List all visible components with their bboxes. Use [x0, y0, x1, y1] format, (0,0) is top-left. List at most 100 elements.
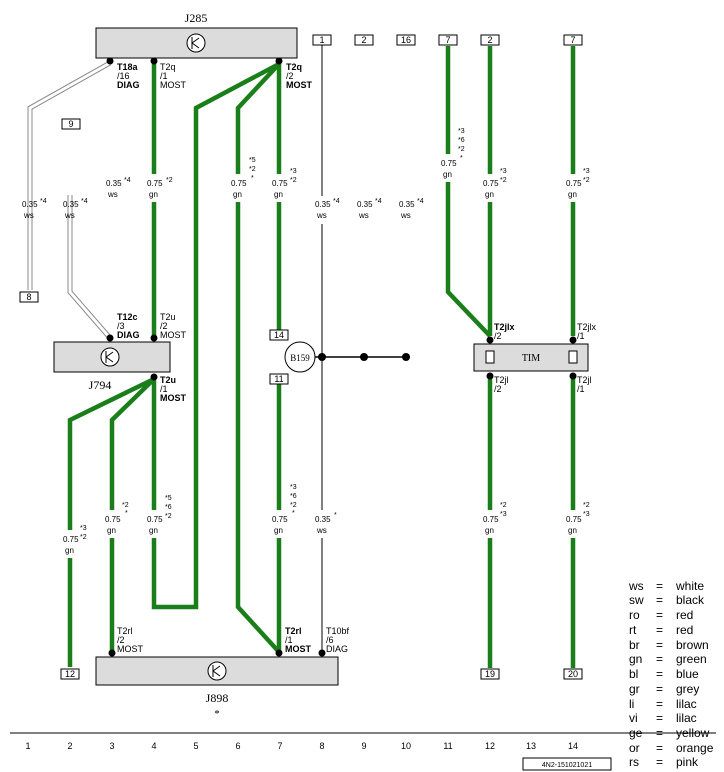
legend-entry: ro=red — [629, 608, 693, 622]
connector-t10bf: T10bf /6 DIAG — [326, 626, 350, 654]
svg-text:*4: *4 — [124, 177, 131, 184]
svg-text:T2jl: T2jl — [494, 375, 509, 385]
svg-text:MOST: MOST — [160, 80, 187, 90]
svg-text:0.75: 0.75 — [63, 535, 79, 544]
svg-text:T2jlx: T2jlx — [494, 322, 515, 332]
svg-text:/1: /1 — [160, 384, 168, 394]
svg-text:16: 16 — [401, 35, 411, 45]
svg-text:=: = — [656, 579, 663, 593]
column-number: 12 — [485, 741, 495, 751]
svg-text:grey: grey — [676, 682, 699, 696]
connector-t2jlx-1: T2jlx /1 — [577, 322, 597, 341]
column-number: 2 — [67, 741, 72, 751]
svg-text:white: white — [675, 579, 704, 593]
svg-text:ws: ws — [316, 526, 327, 535]
column-number: 5 — [193, 741, 198, 751]
svg-text:T2q: T2q — [286, 62, 302, 72]
svg-text:*2: *2 — [122, 502, 129, 509]
svg-text:*: * — [460, 155, 463, 162]
connector-t2rl-1: T2rl /1 MOST — [285, 626, 312, 654]
connector-t2u-2: T2u /2 MOST — [160, 312, 187, 340]
ref-box: 1 — [312, 34, 332, 46]
svg-text:lilac: lilac — [676, 697, 697, 711]
ref-box: 16 — [396, 34, 416, 46]
svg-text:0.75: 0.75 — [566, 515, 582, 524]
connector-labels: T18a /16 DIAG T2q /1 MOST T2q /2 MOST T1… — [117, 62, 597, 654]
svg-text:bl: bl — [629, 667, 638, 681]
svg-text:T2q: T2q — [160, 62, 176, 72]
svg-text:*4: *4 — [417, 198, 424, 205]
ref-box: 9 — [61, 118, 81, 130]
svg-text:*5: *5 — [165, 495, 172, 502]
svg-text:*2: *2 — [165, 513, 172, 520]
black-wires — [153, 45, 410, 652]
legend-entry: gr=grey — [629, 682, 699, 696]
svg-text:12: 12 — [65, 669, 75, 679]
svg-text:T2jlx: T2jlx — [577, 322, 597, 332]
svg-text:0.75: 0.75 — [483, 179, 499, 188]
svg-text:1: 1 — [319, 35, 324, 45]
svg-text:brown: brown — [676, 638, 709, 652]
svg-text:rs: rs — [629, 755, 639, 769]
svg-text:0.35: 0.35 — [357, 200, 373, 209]
column-number: 9 — [361, 741, 366, 751]
svg-text:yellow: yellow — [676, 726, 710, 740]
svg-text:*4: *4 — [40, 198, 47, 205]
column-number: 11 — [443, 741, 452, 751]
svg-text:*: * — [125, 510, 128, 517]
svg-text:*3: *3 — [500, 511, 507, 518]
svg-text:gn: gn — [274, 190, 283, 199]
svg-text:br: br — [629, 638, 640, 652]
column-number: 10 — [401, 741, 411, 751]
svg-text:pink: pink — [676, 755, 699, 769]
j285-control-unit: J285 — [95, 11, 298, 59]
svg-text:*3: *3 — [80, 525, 87, 532]
ref-box: 19 — [480, 668, 500, 680]
svg-text:*2: *2 — [458, 146, 465, 153]
svg-text:red: red — [676, 623, 693, 637]
svg-text:*2: *2 — [249, 166, 256, 173]
svg-text:*2: *2 — [500, 502, 507, 509]
color-legend: ws=white sw=black ro=red rt=red br=brown… — [628, 579, 714, 769]
svg-text:gn: gn — [629, 652, 642, 666]
svg-text:gn: gn — [568, 190, 577, 199]
svg-text:MOST: MOST — [160, 393, 187, 403]
svg-text:T12c: T12c — [117, 312, 138, 322]
svg-text:19: 19 — [485, 669, 495, 679]
connector-pins — [106, 57, 577, 657]
svg-text:2: 2 — [361, 35, 366, 45]
svg-text:/16: /16 — [117, 71, 130, 81]
svg-text:DIAG: DIAG — [117, 80, 140, 90]
svg-text:0.35: 0.35 — [315, 200, 331, 209]
legend-entry: or=orange — [629, 741, 714, 755]
column-number: 4 — [151, 741, 156, 751]
svg-text:=: = — [656, 741, 663, 755]
svg-text:0.35: 0.35 — [315, 515, 331, 524]
svg-text:*2: *2 — [166, 177, 173, 184]
svg-text:0.75: 0.75 — [231, 179, 247, 188]
svg-text:T2rl: T2rl — [117, 626, 133, 636]
svg-text:gn: gn — [107, 526, 116, 535]
svg-text:*3: *3 — [290, 484, 297, 491]
svg-text:/1: /1 — [285, 635, 293, 645]
tim-module: TIM — [473, 343, 589, 372]
svg-text:ws: ws — [64, 211, 75, 220]
svg-text:vi: vi — [629, 711, 638, 725]
svg-text:*6: *6 — [165, 504, 172, 511]
svg-text:*2: *2 — [290, 177, 297, 184]
svg-text:0.75: 0.75 — [483, 515, 499, 524]
svg-text:7: 7 — [570, 35, 575, 45]
svg-text:gn: gn — [65, 546, 74, 555]
svg-text:=: = — [656, 652, 663, 666]
svg-text:*3: *3 — [458, 128, 465, 135]
svg-text:*: * — [251, 175, 254, 182]
ref-box: 12 — [60, 668, 80, 680]
connector-t12c: T12c /3 DIAG — [117, 312, 140, 340]
legend-entry: ws=white — [628, 579, 704, 593]
